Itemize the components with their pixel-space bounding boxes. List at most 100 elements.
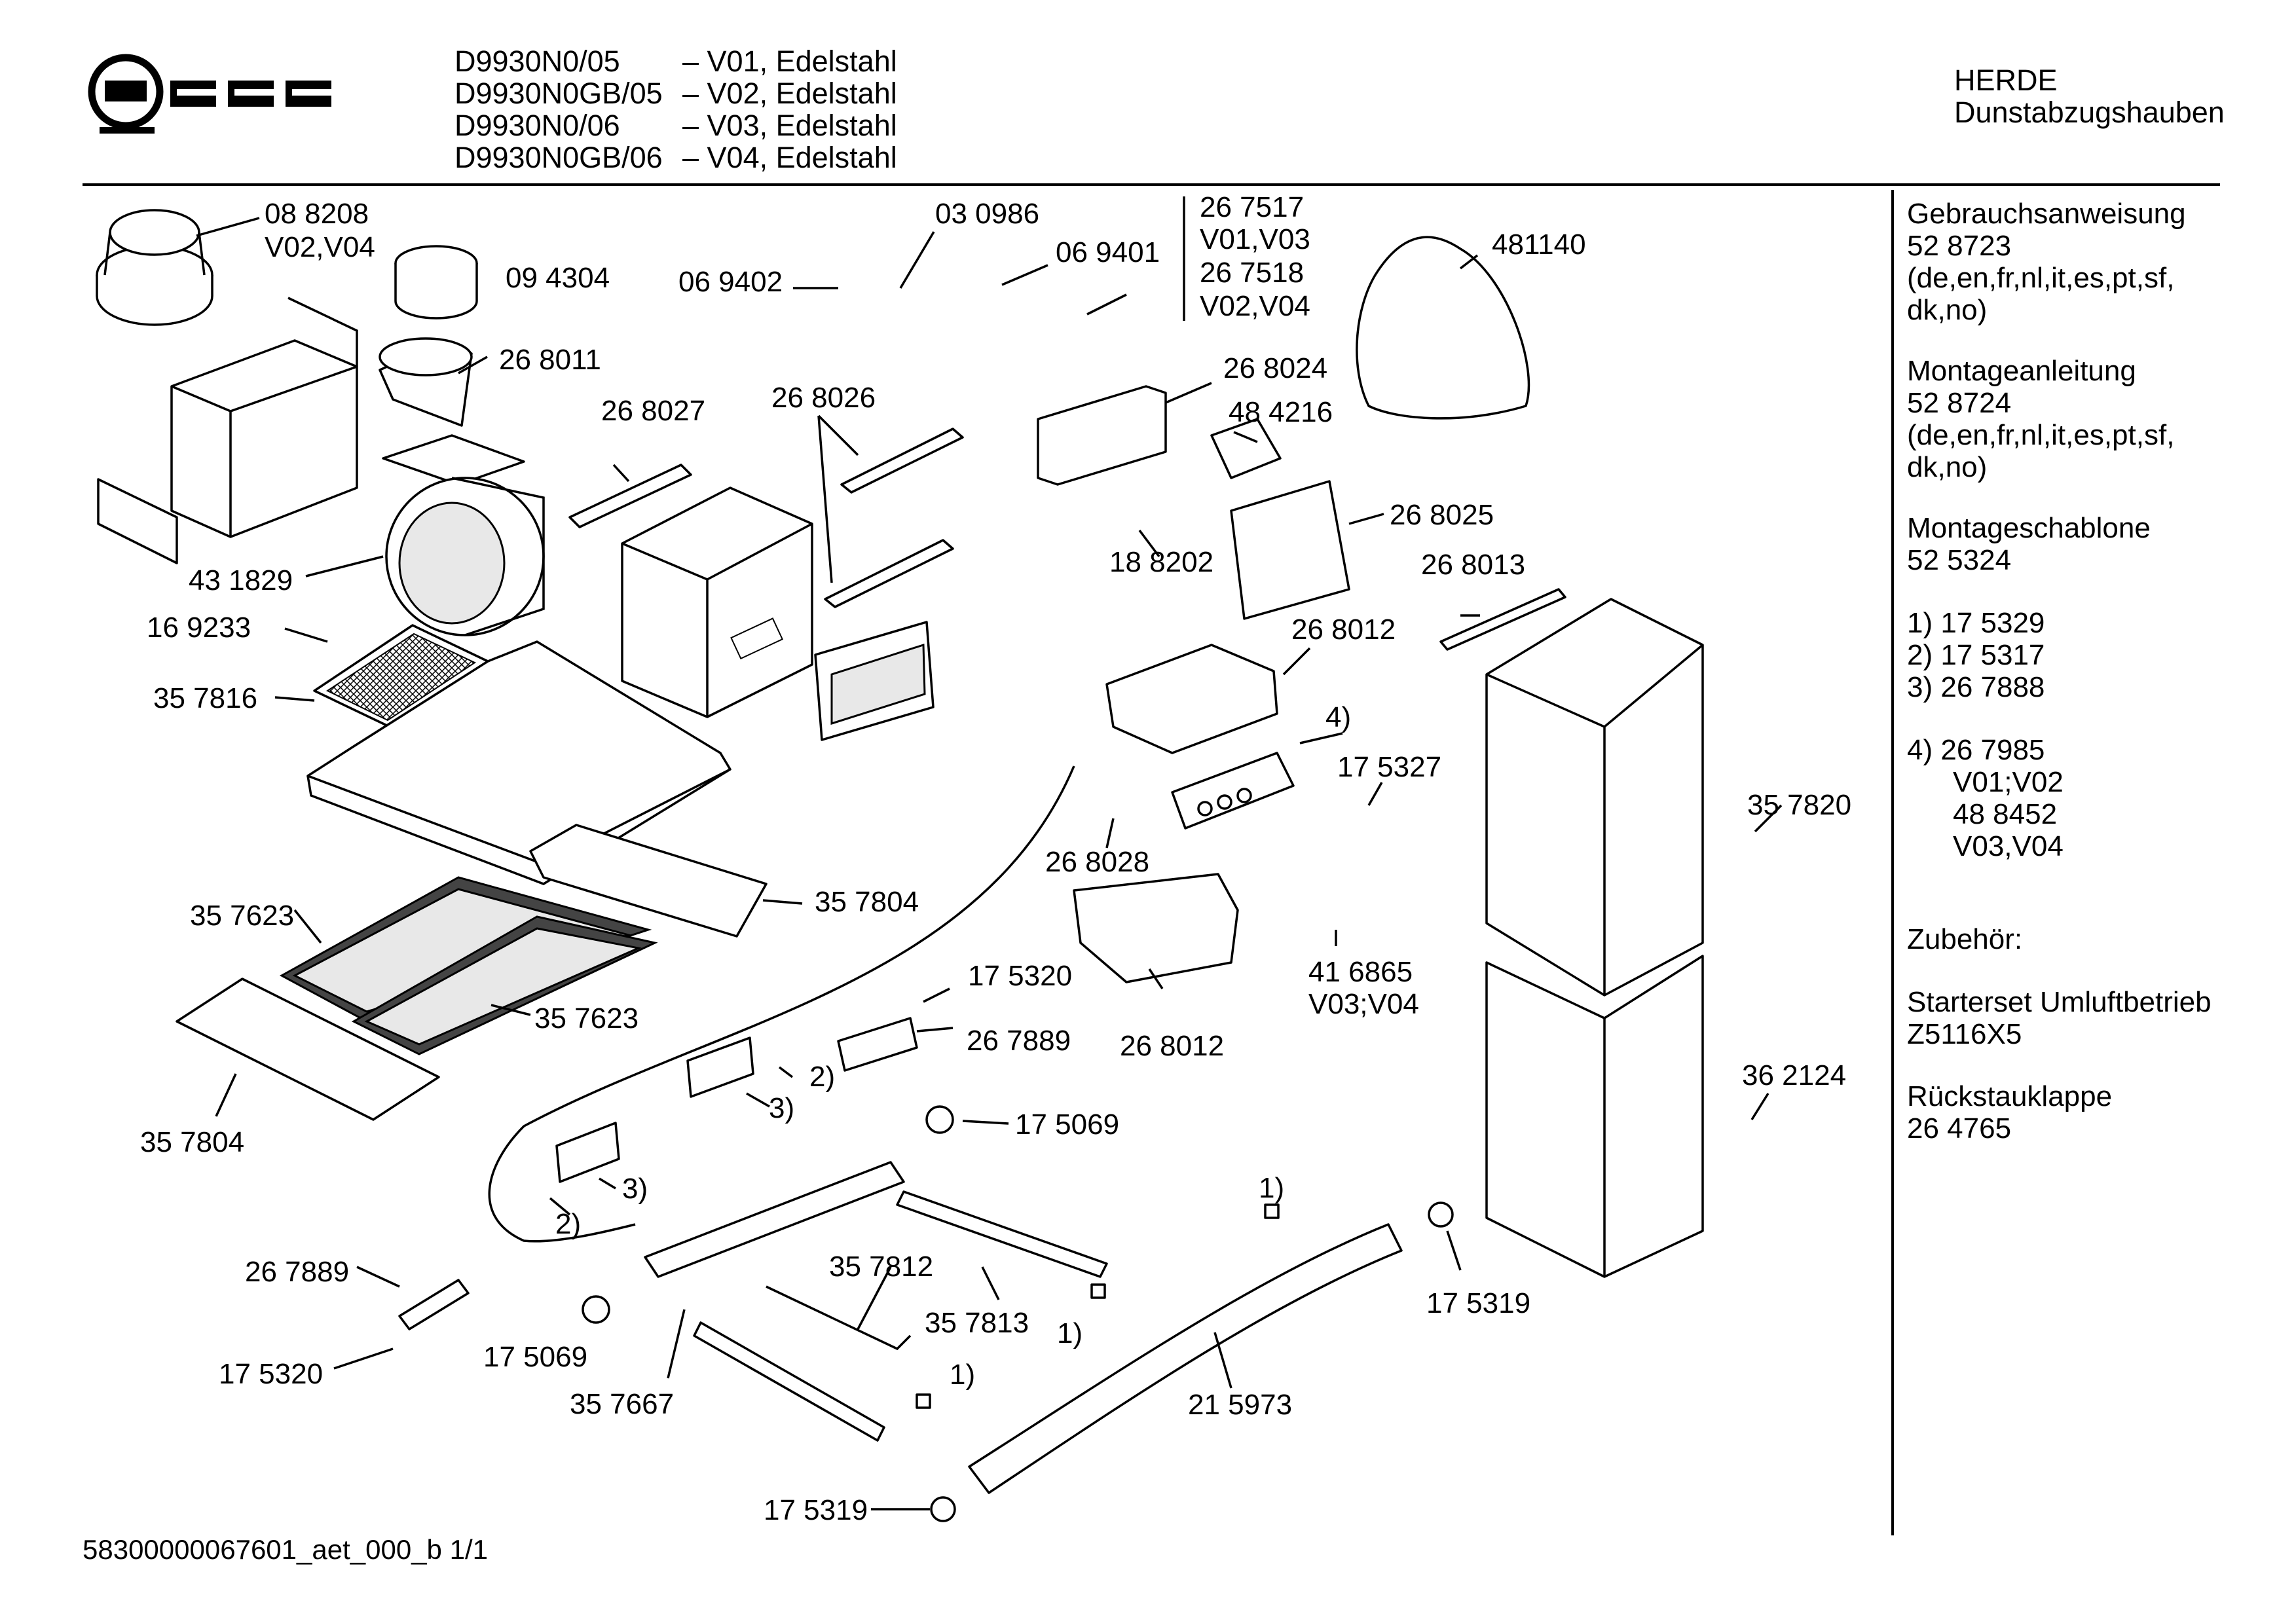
model-variant-1: – V01, Edelstahl <box>682 45 897 78</box>
part-label: 26 7889 <box>967 1025 1071 1057</box>
part-label: 17 5320 <box>968 960 1073 992</box>
part-label: 17 5069 <box>483 1341 588 1373</box>
part-label: 17 5327 <box>1337 751 1442 783</box>
part-label: 481140 <box>1492 229 1586 261</box>
duct-adapter-ring <box>96 209 213 326</box>
housing-box <box>621 486 813 718</box>
sidebar-line: Montageanleitung <box>1907 355 2136 387</box>
bottom-frame <box>644 1161 1108 1442</box>
neff-logo <box>85 51 360 136</box>
sidebar-line: 26 4765 <box>1907 1112 2012 1145</box>
part-label: 17 5319 <box>764 1494 868 1526</box>
sidebar-line: Rückstauklappe <box>1907 1080 2113 1112</box>
sidebar-line: Montageschablone <box>1907 512 2151 544</box>
part-label: 26 8012 <box>1291 614 1396 646</box>
sidebar-line: 48 8452 <box>1953 798 2058 830</box>
part-label: 35 7667 <box>570 1388 675 1420</box>
part-label: 35 7623 <box>534 1002 639 1035</box>
sidebar-line: 4) 26 7985 <box>1907 734 2045 766</box>
part-label: 26 8026 <box>771 382 876 414</box>
part-label: 17 5320 <box>219 1358 324 1390</box>
sidebar-line: V03,V04 <box>1953 830 2064 862</box>
model-code-2: D9930N0GB/05 <box>454 77 663 110</box>
part-label: 26 8025 <box>1390 499 1494 531</box>
part-label: 26 8012 <box>1120 1030 1225 1062</box>
part-label: 3) <box>622 1173 648 1205</box>
blower-motor <box>382 434 545 636</box>
part-label: 35 7812 <box>829 1251 934 1283</box>
part-label: 3) <box>769 1092 795 1124</box>
part-label: 26 8013 <box>1421 549 1526 581</box>
part-label: V02,V04 <box>1200 290 1310 322</box>
part-label: 35 7623 <box>190 900 295 932</box>
control-unit <box>814 385 1350 983</box>
model-code-1: D9930N0/05 <box>454 45 620 78</box>
part-label: 26 7517 <box>1200 191 1305 223</box>
part-label: 1) <box>1057 1317 1083 1349</box>
strip <box>568 464 692 528</box>
category-title: HERDE <box>1954 64 2058 97</box>
model-variant-4: – V04, Edelstahl <box>682 141 897 174</box>
part-label: 35 7820 <box>1747 789 1852 821</box>
sidebar-line: Z5116X5 <box>1907 1018 2022 1050</box>
part-label: 26 8028 <box>1045 846 1150 878</box>
sidebar-line: 52 5324 <box>1907 544 2012 576</box>
upper-chimney <box>1485 598 1704 997</box>
part-label: 1) <box>950 1359 976 1391</box>
duct-hose <box>968 1223 1403 1494</box>
part-label: 2) <box>809 1061 836 1093</box>
motor-bracket <box>97 297 358 564</box>
sidebar-line: 52 8723 <box>1907 230 2012 262</box>
part-label: 26 8011 <box>499 344 601 376</box>
sidebar-line: (de,en,fr,nl,it,es,pt,sf, <box>1907 262 2175 294</box>
glass-upper <box>529 824 768 938</box>
model-code-4: D9930N0GB/06 <box>454 141 663 174</box>
sidebar-line: dk,no) <box>1907 294 1988 326</box>
part-label: 35 7804 <box>140 1126 245 1158</box>
part-label: 35 7816 <box>153 682 258 714</box>
subcategory-title: Dunstabzugshauben <box>1954 96 2225 129</box>
sidebar-line: dk,no) <box>1907 451 1988 483</box>
part-label: 09 4304 <box>506 262 610 294</box>
part-label: 41 6865 <box>1308 956 1413 988</box>
part-label: V03;V04 <box>1308 988 1419 1020</box>
glass-lower <box>176 978 440 1121</box>
lower-chimney <box>1485 955 1704 1278</box>
part-label: 2) <box>555 1208 582 1240</box>
part-label: 21 5973 <box>1188 1389 1293 1421</box>
part-label: 26 7518 <box>1200 257 1305 289</box>
grease-filter <box>313 624 489 728</box>
accessory-bag <box>1356 236 1530 420</box>
part-label: 48 4216 <box>1229 396 1333 428</box>
part-label: V02,V04 <box>265 231 375 263</box>
sidebar-line: V01;V02 <box>1953 766 2064 798</box>
part-label: 17 5069 <box>1015 1108 1120 1141</box>
canopy <box>306 640 731 885</box>
part-label: 06 9401 <box>1056 236 1160 268</box>
collar <box>394 245 478 320</box>
sidebar-line: Starterset Umluftbetrieb <box>1907 986 2212 1018</box>
part-label: 1) <box>1259 1172 1285 1204</box>
part-label: 43 1829 <box>189 564 293 596</box>
part-label: 26 8024 <box>1223 352 1328 384</box>
part-label: 16 9233 <box>147 612 251 644</box>
model-code-3: D9930N0/06 <box>454 109 620 142</box>
part-label: 35 7804 <box>815 886 919 918</box>
model-variant-2: – V02, Edelstahl <box>682 77 897 110</box>
sidebar-line: Zubehör: <box>1907 923 2023 955</box>
part-label: 06 9402 <box>678 266 783 298</box>
sidebar-line: 2) 17 5317 <box>1907 639 2045 671</box>
part-label: 36 2124 <box>1742 1059 1847 1091</box>
part-label: 35 7813 <box>925 1307 1029 1339</box>
valve-duct <box>379 337 473 427</box>
part-label: 03 0986 <box>935 198 1040 230</box>
part-label: V01,V03 <box>1200 223 1310 255</box>
part-label: 26 8027 <box>601 395 706 427</box>
chimney-bracket <box>1439 588 1566 651</box>
document-id: 58300000067601_aet_000_b 1/1 <box>83 1534 488 1565</box>
glass-filters <box>279 876 658 1055</box>
sidebar-line: (de,en,fr,nl,it,es,pt,sf, <box>1907 419 2175 451</box>
part-label: 4) <box>1325 701 1352 733</box>
cable <box>488 765 1075 1243</box>
